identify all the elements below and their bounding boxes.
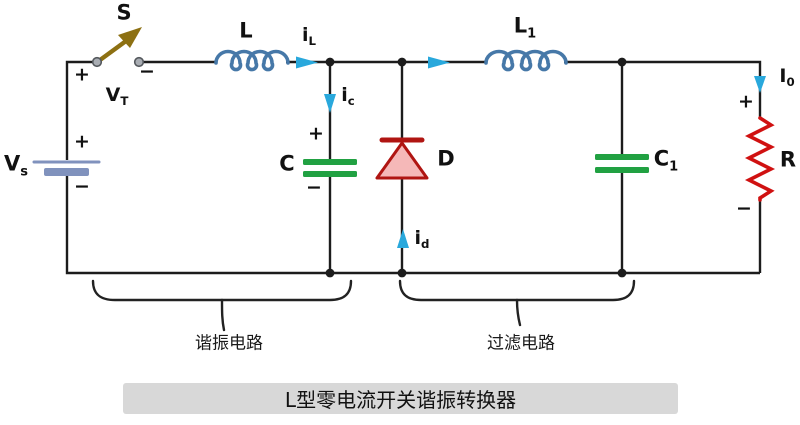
switch-label: S <box>116 0 132 25</box>
arrow-I0-icon <box>754 76 766 93</box>
wires <box>65 60 762 275</box>
switch-plus-sign: + <box>74 63 90 86</box>
switch-terminal-right <box>133 56 145 68</box>
brace-resonant <box>91 279 353 332</box>
brace-resonant-body <box>91 279 353 302</box>
capC-plus-sign: + <box>308 122 324 145</box>
resistor-label: R <box>779 147 797 172</box>
wire-L1-to-R <box>564 60 762 118</box>
junction-dots <box>325 57 627 278</box>
brace-resonant-tail <box>220 298 226 332</box>
resonant-circuit-label: 谐振电路 <box>195 333 263 354</box>
filter-circuit-label: 过滤电路 <box>487 333 555 354</box>
junction-dot <box>397 268 407 278</box>
switch-lever <box>97 38 129 63</box>
current-ic-label: ic <box>341 86 355 108</box>
arrow-ic-icon <box>324 94 336 113</box>
capC1-plate-top <box>595 154 649 160</box>
capacitor-C1-icon <box>595 154 649 173</box>
brace-filter-tail <box>515 298 522 327</box>
inductor-L1-icon <box>484 49 568 72</box>
capC-minus-sign: − <box>306 176 322 199</box>
arrow-id-icon <box>397 229 409 248</box>
iL-sub: L <box>308 34 317 49</box>
switch-terminal-left <box>91 56 103 68</box>
I0-main: I <box>779 65 787 88</box>
capacitor-C-icon <box>303 159 357 177</box>
switch-lever-arrowhead <box>118 27 142 48</box>
resistor-plus-sign: + <box>738 90 754 113</box>
resistor-icon <box>744 116 776 202</box>
VT-sub: T <box>120 94 129 109</box>
source-plus-sign: + <box>74 130 90 153</box>
C1-main: C <box>653 146 670 171</box>
ic-main: i <box>341 84 348 107</box>
diode-icon <box>375 137 429 180</box>
junction-dot <box>617 268 627 278</box>
source-minus-sign: − <box>74 175 90 198</box>
current-I0-label: I0 <box>779 67 794 89</box>
diode-triangle <box>375 141 429 180</box>
inductor-L-label: L <box>239 18 253 43</box>
junction-dot <box>617 57 627 67</box>
capC1-plate-bottom <box>595 167 649 173</box>
brace-filter <box>398 279 636 327</box>
junction-dot <box>325 268 335 278</box>
wire-bottom-rail <box>65 176 760 275</box>
brace-filter-body <box>398 279 636 302</box>
id-main: i <box>414 227 422 250</box>
iL-main: i <box>301 24 309 47</box>
battery-plate-thick <box>44 168 89 176</box>
wire-top-left <box>65 60 96 160</box>
arrow-into-L1-icon <box>428 56 450 69</box>
L1-sub: 1 <box>527 26 537 42</box>
coil-L1 <box>484 49 568 72</box>
diode-label: D <box>437 146 455 171</box>
capC-plate-top <box>303 159 357 165</box>
junction-dot <box>397 57 407 67</box>
inductor-L-icon <box>214 49 290 72</box>
capacitor-C-label: C <box>279 151 295 176</box>
arrow-iL-icon <box>296 56 318 69</box>
junction-dot <box>325 57 335 67</box>
switch-voltage-label: VT <box>106 86 129 108</box>
L1-main: L <box>513 13 528 38</box>
id-sub: d <box>421 237 430 252</box>
I0-sub: 0 <box>786 75 795 90</box>
VT-main: V <box>105 84 121 107</box>
caption-bar: L型零电流开关谐振转换器 <box>123 383 678 414</box>
capacitor-C1-label: C1 <box>653 146 679 175</box>
current-iL-label: iL <box>302 26 316 48</box>
resistor-zigzag <box>744 116 776 202</box>
inductor-L1-label: L1 <box>513 13 537 42</box>
resistor-minus-sign: − <box>736 197 752 220</box>
ic-sub: c <box>347 94 355 109</box>
switch-icon <box>91 27 145 68</box>
Vs-sub: s <box>20 164 29 180</box>
C1-sub: 1 <box>669 159 679 175</box>
caption-text: L型零电流开关谐振转换器 <box>284 388 517 412</box>
switch-minus-sign: − <box>139 60 155 83</box>
current-arrows <box>296 56 766 248</box>
Vs-main: V <box>3 151 21 176</box>
current-id-label: id <box>415 229 430 251</box>
coil-L <box>214 49 290 72</box>
capC-plate-bottom <box>303 171 357 177</box>
voltage-source-icon <box>32 160 101 176</box>
source-label: Vs <box>3 151 29 180</box>
